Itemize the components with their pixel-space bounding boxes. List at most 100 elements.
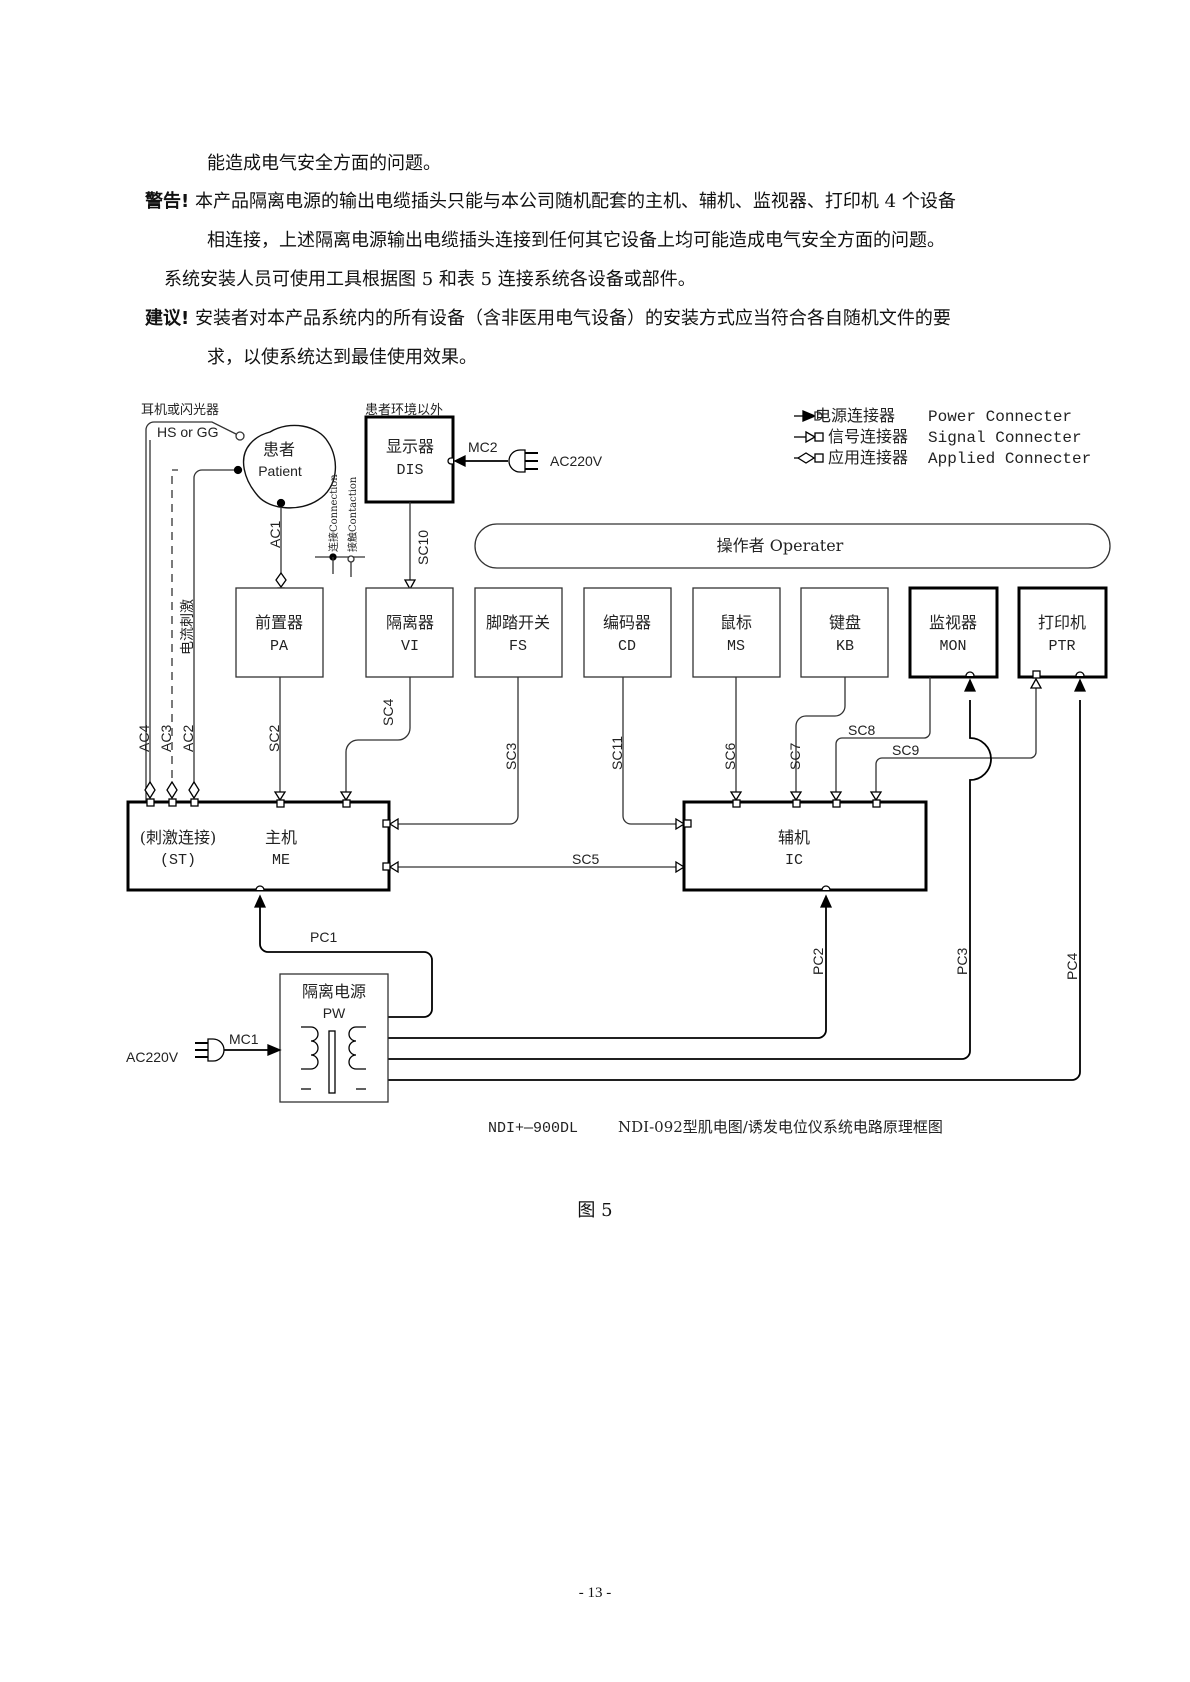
ms-cn: 鼠标: [720, 613, 752, 632]
connection-label: 连接Connection: [327, 474, 340, 552]
vi-cn: 隔离器: [386, 613, 434, 632]
me-st-cn: (刺激连接): [140, 828, 217, 847]
suggestion-label: 建议!: [145, 308, 190, 329]
ac1-label: AC1: [267, 521, 283, 548]
pa-cn: 前置器: [255, 613, 303, 632]
kb-cn: 键盘: [829, 613, 861, 632]
operator-bar: [474, 523, 1111, 569]
legend-power-cn: 电源连接器: [815, 406, 895, 425]
contaction-label: 接触Contaction: [346, 476, 359, 552]
pa-en: PA: [270, 638, 288, 655]
mon-en: MON: [939, 638, 966, 655]
sc11-label: SC11: [609, 736, 625, 770]
sc9-label: SC9: [892, 742, 919, 758]
warning-label: 警告!: [145, 191, 190, 212]
ic-cn: 辅机: [778, 828, 810, 847]
legend-applied-cn: 应用连接器: [828, 448, 908, 467]
suggestion-line-2: 求，以使系统达到最佳使用效果。: [207, 347, 477, 368]
ptr-en: PTR: [1048, 638, 1075, 655]
ac2-cable: [193, 469, 238, 792]
warning-paragraph: 警告! 本产品隔离电源的输出电缆插头只能与本公司随机配套的主机、辅机、监视器、打…: [145, 190, 956, 214]
legend-signal-cn: 信号连接器: [828, 427, 908, 446]
sc4-label: SC4: [380, 699, 396, 726]
figure-label: 图 5: [577, 1200, 613, 1221]
ac4-label: AC4: [136, 725, 152, 752]
sc7-label: SC7: [787, 743, 803, 770]
caption-title: NDI-092型肌电图/诱发电位仪系统电路原理框图: [618, 1118, 943, 1136]
install-line: 系统安装人员可使用工具根据图 5 和表 5 连接系统各设备或部件。: [164, 269, 696, 290]
ac220-top: AC220V: [550, 453, 603, 469]
patient-en: Patient: [258, 463, 302, 479]
dis-cn: 显示器: [386, 437, 434, 456]
warning-text: 本产品隔离电源的输出电缆插头只能与本公司随机配套的主机、辅机、监视器、打印机 4…: [189, 191, 956, 212]
sc8-label: SC8: [848, 722, 875, 738]
ac3-label: AC3: [158, 725, 174, 752]
hs-connector: [235, 431, 245, 441]
paragraph-line-1: 能造成电气安全方面的问题。: [207, 153, 441, 174]
outside-env-label: 患者环境以外: [365, 403, 443, 418]
ic-en: IC: [785, 852, 803, 869]
pa-box: [235, 587, 324, 678]
pc1-label: PC1: [310, 929, 337, 945]
ptr-box: [1017, 586, 1108, 679]
cd-en: CD: [618, 638, 636, 655]
applied-connectors-me: [144, 440, 200, 807]
fs-en: FS: [509, 638, 527, 655]
sc10-label: SC10: [415, 530, 431, 565]
dis-box: [364, 415, 455, 504]
fs-box: [474, 587, 563, 678]
legend-signal-en: Signal Connecter: [928, 429, 1082, 447]
me-cn: 主机: [265, 828, 297, 847]
connection-symbol: [315, 553, 365, 577]
fs-cn: 脚踏开关: [486, 613, 550, 632]
me-en: ME: [272, 852, 290, 869]
ptr-cn: 打印机: [1038, 613, 1086, 632]
mc1-label: MC1: [229, 1031, 259, 1047]
vi-en: VI: [401, 638, 419, 655]
suggestion-paragraph: 建议! 安装者对本产品系统内的所有设备（含非医用电气设备）的安装方式应当符合各自…: [145, 307, 951, 331]
hs-gg-label: HS or GG: [157, 424, 218, 440]
me-box: [126, 800, 391, 892]
legend-applied-en: Applied Connecter: [928, 450, 1091, 468]
pc3-label: PC3: [954, 948, 970, 975]
transformer-icon: [301, 1026, 366, 1094]
pw-cn: 隔离电源: [302, 982, 366, 1001]
caption-model: NDI+—900DL: [488, 1120, 578, 1137]
mon-cn: 监视器: [929, 613, 977, 632]
pc2-label: PC2: [810, 948, 826, 975]
cd-cn: 编码器: [603, 613, 651, 632]
headphone-label: 耳机或闪光器: [141, 403, 219, 418]
sc3-label: SC3: [503, 743, 519, 770]
ac220-bottom: AC220V: [126, 1049, 179, 1065]
kb-box: [800, 587, 889, 678]
pw-en: PW: [323, 1005, 346, 1021]
vi-box: [365, 587, 454, 678]
signal-connector-icon: [794, 430, 824, 444]
page-number: - 13 -: [578, 1585, 612, 1601]
me-st-en: (ST): [160, 852, 196, 869]
legend: [794, 410, 824, 464]
operator-label: 操作者 Operater: [717, 536, 844, 555]
ms-en: MS: [727, 638, 745, 655]
current-stim-label: 电流刺激: [179, 599, 196, 655]
warning-line-2: 相连接，上述隔离电源输出电缆插头连接到任何其它设备上均可能造成电气安全方面的问题…: [207, 230, 945, 251]
plug-icon-bottom: [207, 1038, 225, 1062]
kb-en: KB: [836, 638, 854, 655]
ac2-label: AC2: [180, 725, 196, 752]
sc6-label: SC6: [722, 743, 738, 770]
dis-en: DIS: [396, 462, 423, 479]
plug-icon: [508, 449, 526, 473]
ac3-cable: [171, 469, 178, 792]
cd-box: [583, 587, 672, 678]
ms-box: [692, 587, 781, 678]
mc2-label: MC2: [468, 439, 498, 455]
pc4-label: PC4: [1064, 953, 1080, 980]
legend-power-en: Power Connecter: [928, 408, 1072, 426]
patient-node: [242, 424, 337, 509]
applied-connector-icon: [794, 452, 824, 464]
hs-cable: [145, 421, 237, 802]
suggestion-text: 安装者对本产品系统内的所有设备（含非医用电气设备）的安装方式应当符合各自随机文件…: [189, 308, 951, 329]
mon-box: [908, 586, 999, 679]
ic-box: [682, 800, 928, 892]
